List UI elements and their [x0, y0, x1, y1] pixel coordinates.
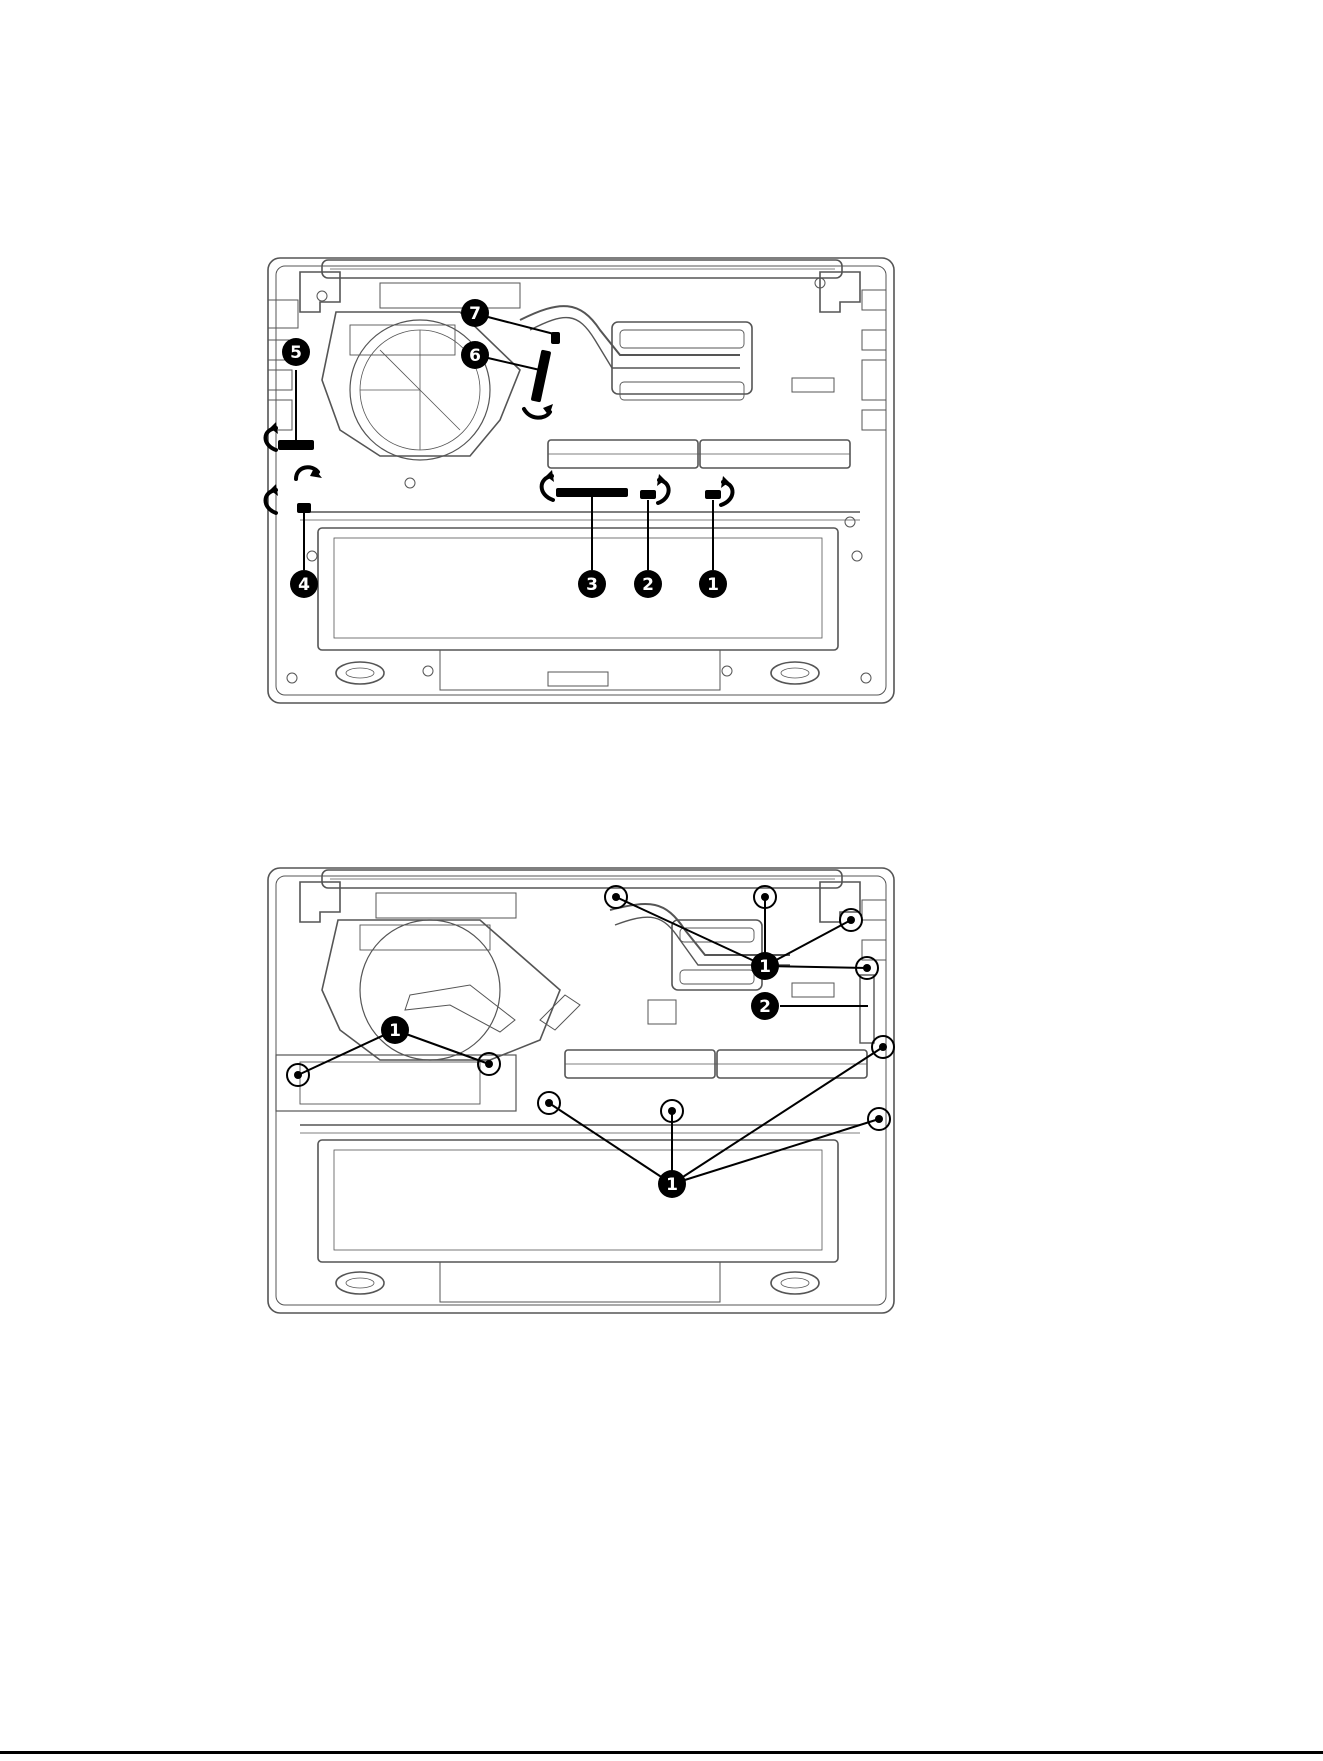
disassembly-figure-bottom: 1 2 1 1: [0, 0, 1323, 1340]
callout-label: 2: [759, 997, 771, 1017]
battery: [318, 1140, 838, 1262]
chassis-outline: [268, 868, 894, 1313]
callout-label: 1: [666, 1175, 678, 1195]
heat-pipe: [610, 904, 790, 955]
callout-label: 1: [389, 1021, 401, 1041]
callout-label: 1: [759, 957, 771, 977]
page-footer-rule: [0, 1751, 1323, 1754]
